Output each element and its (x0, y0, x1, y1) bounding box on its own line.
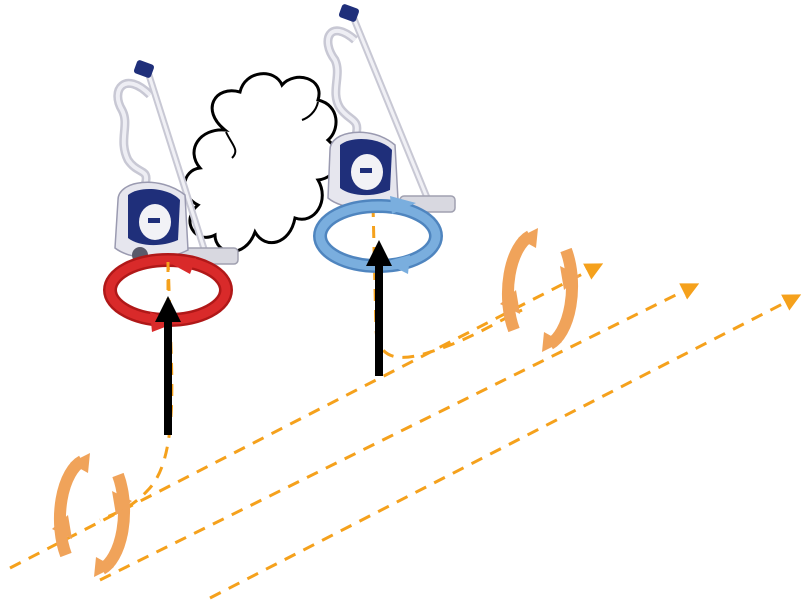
dashed-connector-2 (373, 205, 522, 357)
cloud-icon (185, 74, 338, 252)
orange-rotation-right (500, 228, 580, 352)
up-arrow-1 (155, 296, 181, 435)
dashed-path-2 (100, 285, 696, 580)
robot-vacuum-2 (320, 3, 455, 274)
dashed-path-3 (210, 296, 798, 598)
orange-rotation-left (52, 453, 132, 577)
